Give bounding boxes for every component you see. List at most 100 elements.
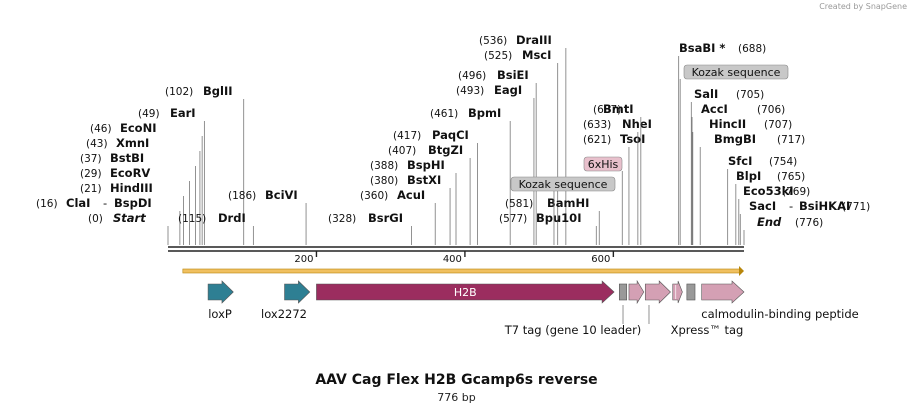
site-name: BamHI [547, 196, 589, 210]
site-name: EcoRV [110, 166, 150, 180]
site-position: (461) [430, 108, 458, 120]
site-name: BciVI [265, 188, 298, 202]
feature-arrow [284, 280, 311, 304]
feature-label: loxP [208, 307, 232, 321]
site-name: BsrGI [368, 211, 403, 225]
site-name-extra: BsiHKAI [799, 199, 850, 213]
feature-label: Xpress™ tag [671, 323, 744, 337]
site-name: EagI [494, 83, 522, 97]
site-position: (496) [458, 70, 486, 82]
site-position: (29) [80, 168, 102, 180]
site-position: (706) [757, 104, 785, 116]
site-name: Start [113, 211, 146, 225]
site-position: (102) [165, 86, 193, 98]
site-name: HindIII [110, 181, 153, 195]
feature-box-label: Kozak sequence [692, 66, 781, 79]
site-position: (407) [388, 145, 416, 157]
site-name: BspHI [407, 158, 445, 172]
site-position: (765) [777, 171, 805, 183]
site-position: (115) [178, 213, 206, 225]
site-position: (37) [80, 153, 102, 165]
site-name: End [757, 215, 782, 229]
site-name: SfcI [728, 154, 752, 168]
site-name: BmtI [603, 102, 634, 116]
feature-box-marker [618, 283, 628, 301]
site-name: BsaBI * [679, 41, 725, 55]
site-position: (633) [583, 119, 611, 131]
ruler-tick-label: 200 [294, 254, 313, 265]
site-position: (21) [80, 183, 102, 195]
feature-arrow [628, 279, 645, 305]
site-position: (707) [764, 119, 792, 131]
ruler-tick-label: 600 [591, 254, 610, 265]
site-position: (754) [769, 156, 797, 168]
site-name: DraIII [516, 33, 552, 47]
site-name: BstBI [110, 151, 144, 165]
site-position: (621) [583, 134, 611, 146]
feature-arrow [644, 280, 671, 304]
site-position: (705) [736, 89, 764, 101]
site-position: (388) [370, 160, 398, 172]
site-name: EarI [170, 106, 196, 120]
map-title: AAV Cag Flex H2B Gcamp6s reverse [315, 372, 598, 388]
site-separator: - [789, 199, 793, 213]
site-name: XmnI [116, 136, 149, 150]
snapgene-credit: Created by SnapGene [819, 2, 907, 11]
site-position: (525) [484, 50, 512, 62]
site-name: MscI [522, 48, 551, 62]
site-position: (776) [795, 217, 823, 229]
site-position: (769) [782, 186, 810, 198]
site-name: SalI [694, 87, 718, 101]
site-name: SacI [749, 199, 776, 213]
site-position: (16) [36, 198, 58, 210]
site-position: (186) [228, 190, 256, 202]
ruler-tick-label: 400 [443, 254, 462, 265]
site-position: (328) [328, 213, 356, 225]
site-position: (717) [777, 134, 805, 146]
site-position: (46) [90, 123, 112, 135]
site-position: (688) [738, 43, 766, 55]
feature-arrow [701, 280, 745, 304]
site-name-extra: BspDI [114, 196, 152, 210]
feature-label: calmodulin-binding peptide [701, 307, 859, 321]
site-name: HincII [709, 117, 746, 131]
site-separator: - [103, 196, 107, 210]
site-position: (581) [505, 198, 533, 210]
feature-box-label: 6xHis [588, 158, 619, 171]
site-position: (360) [360, 190, 388, 202]
site-name: NheI [622, 117, 652, 131]
feature-arrow [207, 280, 234, 304]
site-position: (493) [456, 85, 484, 97]
site-name: AccI [701, 102, 728, 116]
site-name: AcuI [397, 188, 425, 202]
site-name: ClaI [66, 196, 90, 210]
feature-box [583, 156, 623, 172]
feature-box-marker [686, 283, 696, 301]
feature-arrow [316, 280, 615, 304]
site-name: BlpI [736, 169, 761, 183]
site-position: (43) [86, 138, 108, 150]
feature-label: T7 tag (gene 10 leader) [504, 323, 642, 337]
site-position: (417) [393, 130, 421, 142]
orf-arrowhead [739, 266, 744, 276]
site-name: Bpu10I [536, 211, 581, 225]
site-position: (380) [370, 175, 398, 187]
site-position: (637) [593, 104, 621, 116]
feature-box [510, 176, 616, 192]
site-name: BmgBI [714, 132, 756, 146]
feature-label: lox2272 [261, 307, 307, 321]
feature-arrow [672, 280, 683, 304]
site-position: (0) [88, 213, 103, 225]
site-position: (536) [479, 35, 507, 47]
site-name: PaqCI [432, 128, 469, 142]
site-name: BpmI [468, 106, 501, 120]
site-name: Eco53kI [743, 184, 794, 198]
orf-bar [182, 268, 741, 274]
site-name: DrdI [218, 211, 246, 225]
site-name: BstXI [407, 173, 441, 187]
site-name: EcoNI [120, 121, 156, 135]
map-length: 776 bp [437, 391, 476, 404]
site-position: (771) [842, 201, 870, 213]
site-position: (577) [499, 213, 527, 225]
